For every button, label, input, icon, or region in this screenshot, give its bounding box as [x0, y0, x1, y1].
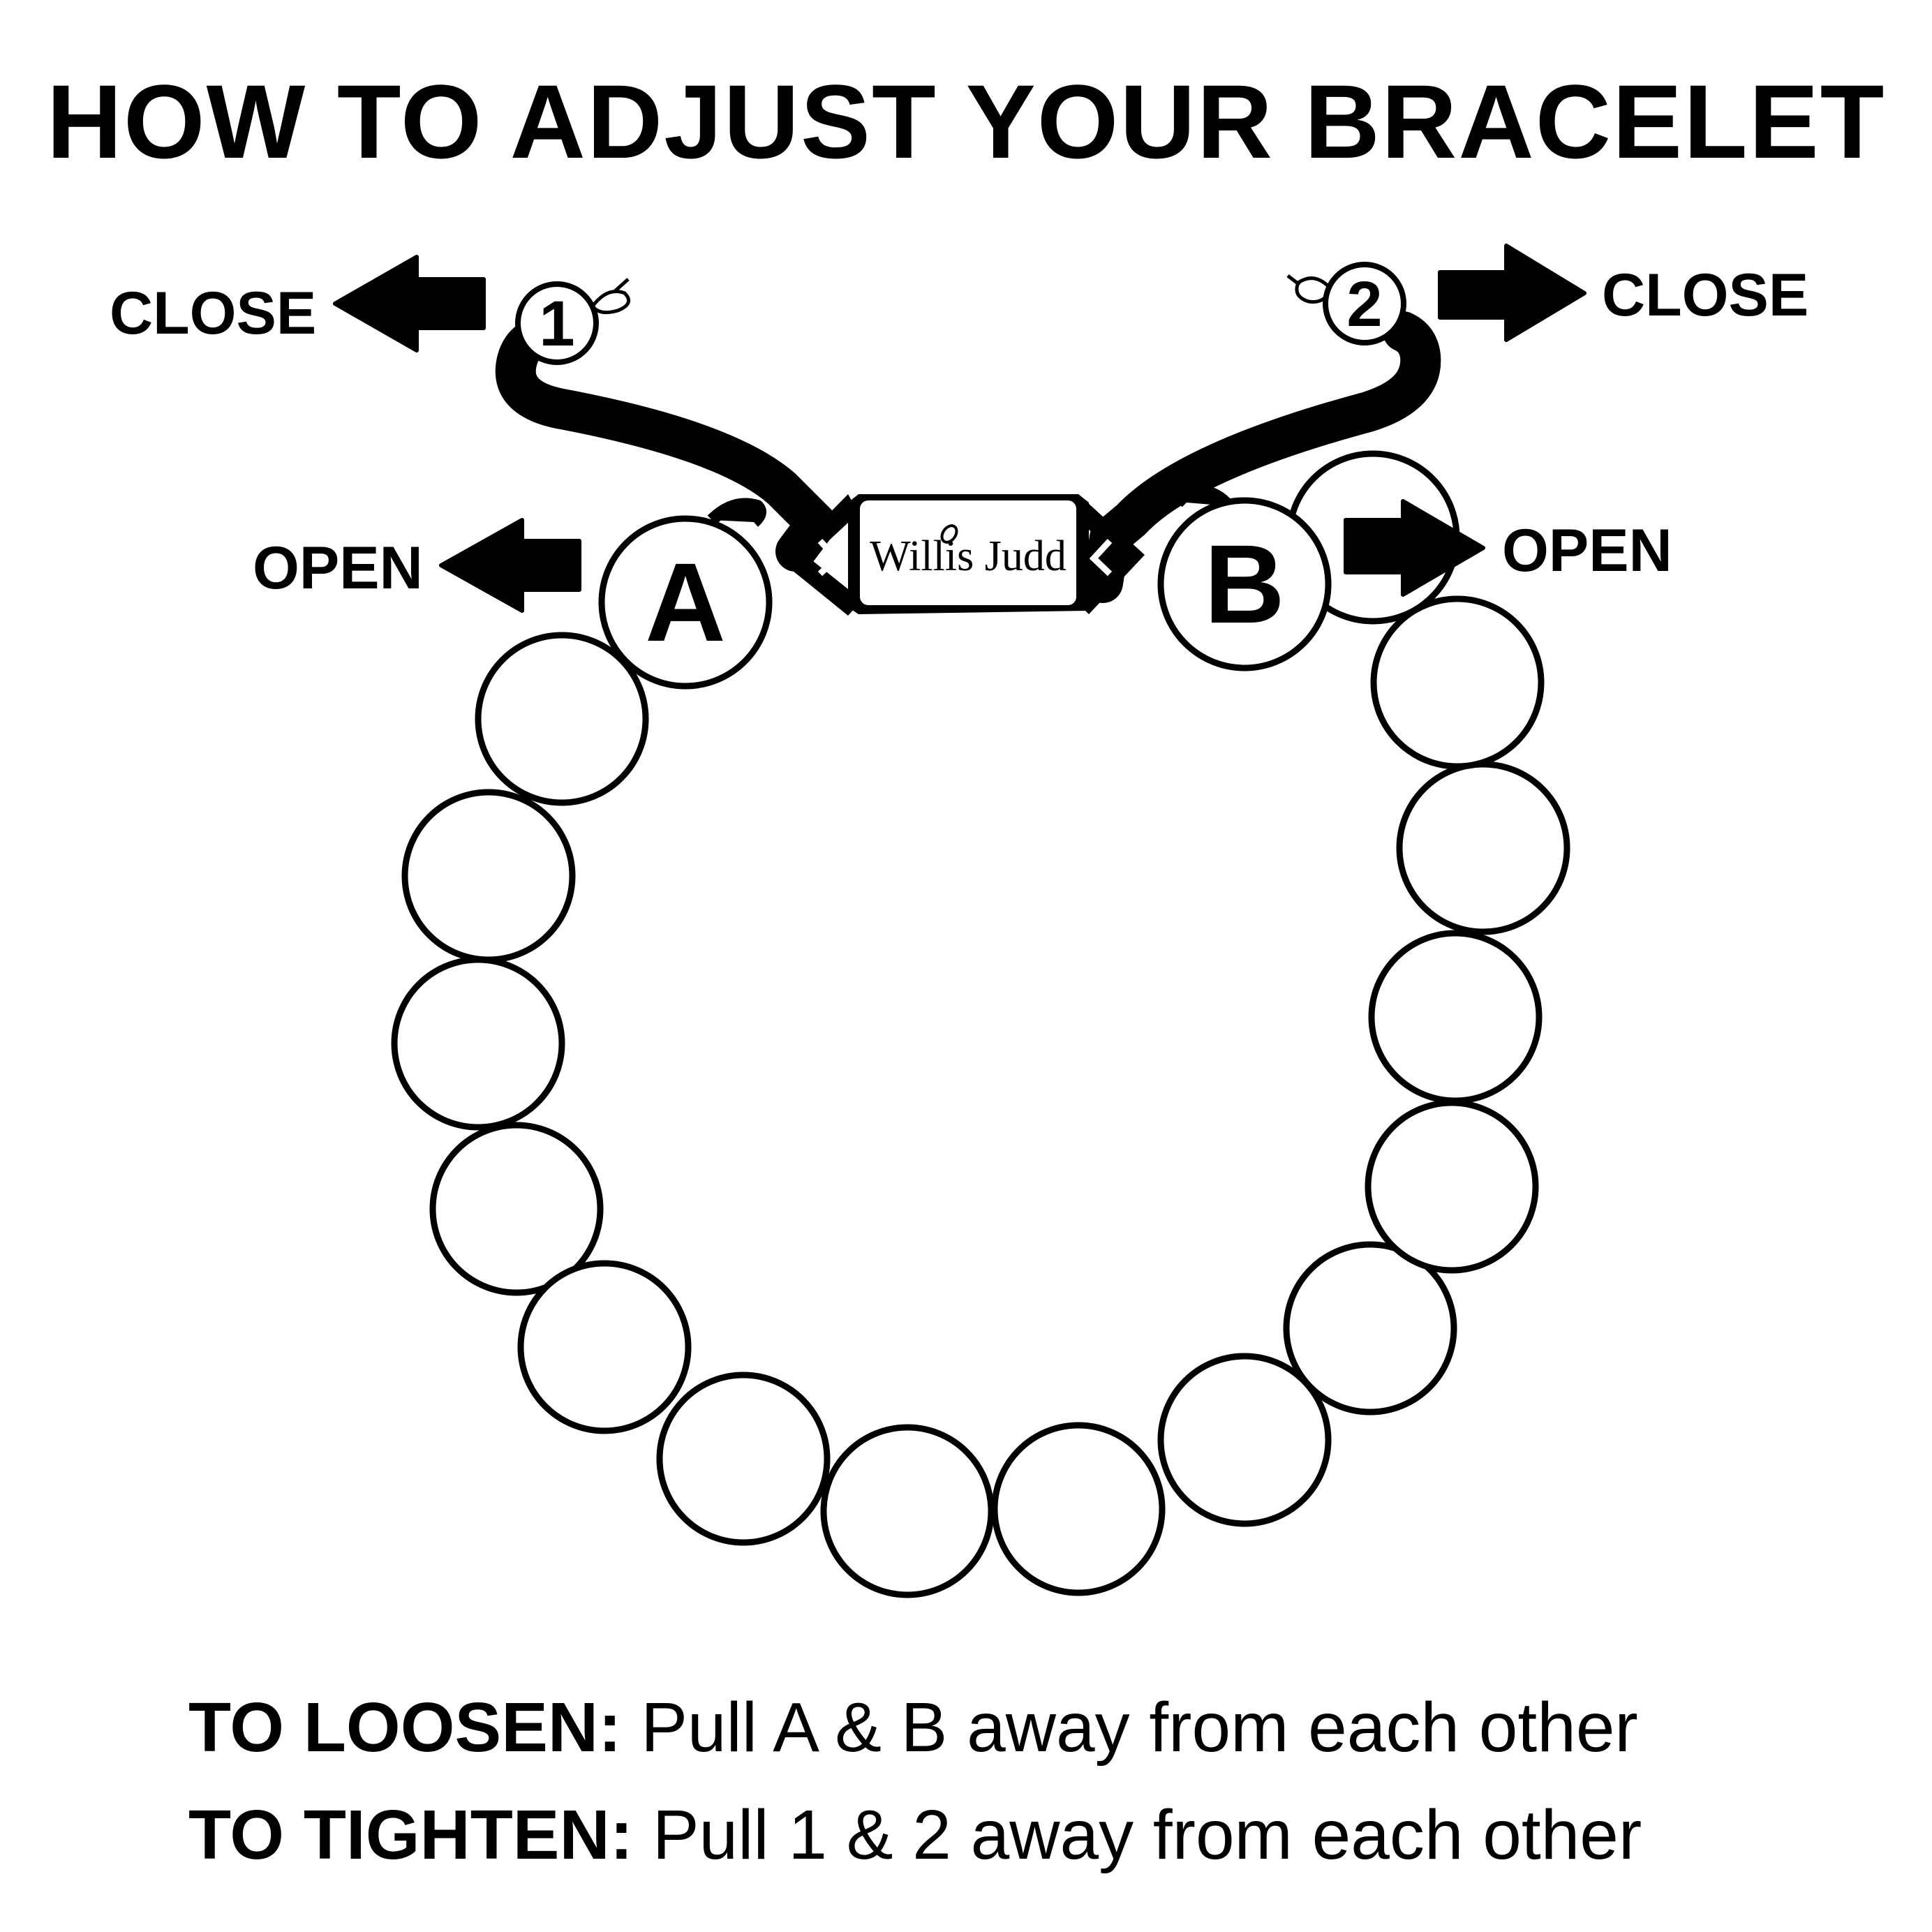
bead-a[interactable]: A — [598, 515, 773, 690]
close-right-label: CLOSE — [1602, 262, 1808, 329]
open-right-arrow-icon — [1344, 499, 1485, 597]
knot-2-loop-icon — [1286, 274, 1330, 304]
open-left-label: OPEN — [253, 535, 423, 602]
tighten-text: Pull 1 & 2 away from each other — [652, 1796, 1642, 1874]
close-left-arrow-icon — [333, 255, 486, 352]
knot-2-label: 2 — [1346, 269, 1382, 340]
close-left-label: CLOSE — [110, 280, 316, 347]
clasp-left-end — [782, 494, 862, 616]
bead — [1365, 1099, 1539, 1274]
bead — [1396, 761, 1570, 935]
bead — [820, 1424, 995, 1598]
bead — [656, 1372, 831, 1546]
bead — [1370, 595, 1545, 770]
bead — [517, 1260, 692, 1434]
clasp: Willis Judd — [782, 494, 1145, 616]
knot-1-loop-icon — [590, 278, 631, 315]
bead-b[interactable]: B — [1157, 497, 1332, 671]
bead — [401, 789, 576, 963]
knot-1[interactable]: 1 — [515, 278, 631, 365]
knot-1-label: 1 — [539, 288, 574, 359]
left-cord-tail — [707, 498, 766, 527]
bead — [1283, 1241, 1457, 1415]
bead-b-label: B — [1204, 521, 1285, 646]
loosen-label: TO LOOSEN: — [188, 1688, 622, 1767]
beads-group — [391, 450, 1570, 1598]
loosen-instruction: TO LOOSEN: Pull A & B away from each oth… — [188, 1688, 1794, 1768]
brand-leaf-icon — [940, 524, 958, 544]
right-cord-tail — [1175, 482, 1234, 510]
page-title: HOW TO ADJUST YOUR BRACELET — [46, 63, 1886, 180]
bead-a-label: A — [645, 540, 726, 664]
close-right-arrow-icon — [1438, 244, 1587, 342]
tighten-label: TO TIGHTEN: — [188, 1796, 634, 1874]
loosen-text: Pull A & B away from each other — [641, 1688, 1638, 1767]
open-left-arrow-icon — [439, 518, 581, 613]
bead — [391, 956, 565, 1131]
bead — [1157, 1353, 1332, 1527]
open-right-label: OPEN — [1502, 517, 1672, 584]
bead — [475, 632, 649, 806]
knot-2[interactable]: 2 — [1286, 262, 1406, 345]
right-cord — [1083, 311, 1441, 603]
brand-name: Willis Judd — [870, 533, 1067, 580]
brand-plate — [860, 500, 1076, 605]
tighten-instruction: TO TIGHTEN: Pull 1 & 2 away from each ot… — [188, 1795, 1794, 1875]
bead — [991, 1422, 1166, 1596]
bead — [429, 1122, 604, 1296]
left-cord — [495, 318, 837, 572]
bead — [1368, 930, 1543, 1104]
